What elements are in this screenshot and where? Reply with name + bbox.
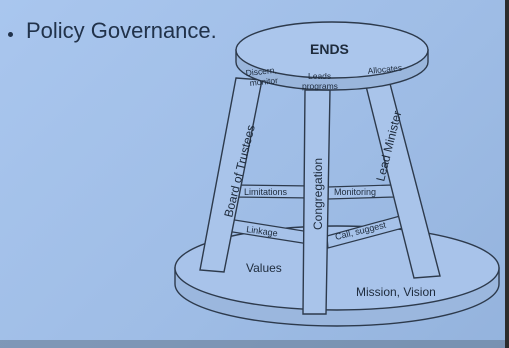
base-label-values: Values: [246, 261, 282, 275]
base-label-mission-vision: Mission, Vision: [356, 285, 436, 299]
rim-label-discern: Discern,: [245, 65, 277, 78]
slide-title: Policy Governance.: [26, 18, 217, 43]
rim-label-programs: programs: [302, 81, 338, 91]
rim-label-monitor: monitor: [249, 75, 278, 88]
rim-label-allocates: Allocates: [367, 62, 402, 76]
leg-label-congregation: Congregation: [311, 158, 325, 230]
stool-legs: [199, 75, 441, 315]
brace-label-linkage: Linkage: [246, 224, 279, 238]
brace-label-monitoring: Monitoring: [334, 187, 376, 197]
seat-top: [235, 21, 429, 91]
screen-right-edge: [505, 0, 509, 348]
brace-label-limitations: Limitations: [244, 187, 288, 197]
seat-label-ends: ENDS: [310, 41, 349, 57]
slide-bottom-edge: [0, 340, 509, 348]
rim-label-leads: Leads: [308, 71, 331, 81]
bullet-marker: [8, 32, 13, 37]
